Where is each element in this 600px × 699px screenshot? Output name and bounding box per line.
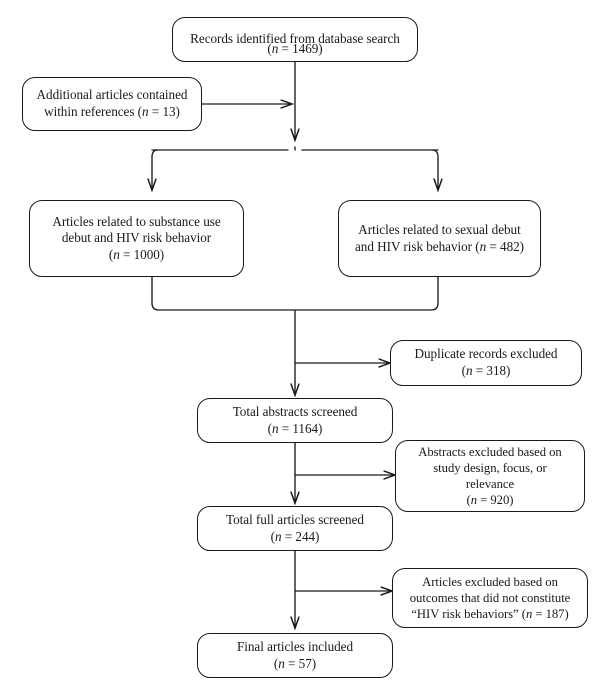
node-abstracts-excluded: Abstracts excluded based on study design… <box>395 440 585 512</box>
edge-merge-right-branch <box>295 277 439 311</box>
node-abstracts-excluded-line2: study design, focus, or <box>433 461 547 475</box>
node-duplicates-excluded: Duplicate records excluded (n = 318) <box>390 340 582 386</box>
node-substance-use: Articles related to substance use debut … <box>29 200 244 277</box>
node-records-identified: Records identified from database search <box>172 17 418 62</box>
node-records-identified-count-wrap: (n = 1469) <box>172 17 418 62</box>
node-sexual-debut-line2: and HIV risk behavior (n = 482) <box>355 238 524 254</box>
node-duplicates-excluded-line1: Duplicate records excluded <box>414 346 558 362</box>
node-sexual-debut: Articles related to sexual debut and HIV… <box>338 200 541 277</box>
node-articles-excluded-line1: Articles excluded based on <box>422 575 558 589</box>
node-substance-use-line1: Articles related to substance use <box>52 213 221 229</box>
edge-merge-left-branch <box>151 277 295 311</box>
node-full-articles-screened-line1: Total full articles screened <box>226 511 364 527</box>
node-abstracts-excluded-count: (n = 920) <box>466 493 514 507</box>
node-final-included-count: (n = 57) <box>273 655 317 671</box>
node-abstracts-excluded-line1: Abstracts excluded based on <box>418 445 562 459</box>
node-final-included-line1: Final articles included <box>236 638 354 654</box>
node-final-included: Final articles included (n = 57) <box>197 633 393 678</box>
node-articles-excluded: Articles excluded based on outcomes that… <box>392 568 588 628</box>
node-substance-use-count: (n = 1000) <box>108 246 165 262</box>
edge-split-left-branch <box>152 149 159 190</box>
node-records-identified-text: Records identified from database search <box>190 31 400 47</box>
node-sexual-debut-line1: Articles related to sexual debut <box>358 221 521 237</box>
node-records-identified-count: (n = 1469) <box>267 41 323 57</box>
node-abstracts-excluded-line3: relevance <box>465 477 515 491</box>
node-abstracts-screened: Total abstracts screened (n = 1164) <box>197 398 393 443</box>
node-substance-use-line2: debut and HIV risk behavior <box>61 230 212 246</box>
node-abstracts-screened-line1: Total abstracts screened <box>232 403 358 419</box>
node-additional-articles: Additional articles contained within ref… <box>22 77 202 131</box>
node-articles-excluded-line3: “HIV risk behaviors” (n = 187) <box>411 607 569 621</box>
edge-split-bracket <box>151 146 439 151</box>
node-full-articles-screened: Total full articles screened (n = 244) <box>197 506 393 551</box>
node-full-articles-screened-count: (n = 244) <box>270 528 320 544</box>
node-articles-excluded-line2: outcomes that did not constitute <box>409 591 571 605</box>
node-additional-articles-line2: within references (n = 13) <box>44 104 180 119</box>
node-abstracts-screened-count: (n = 1164) <box>267 420 323 436</box>
node-duplicates-excluded-count: (n = 318) <box>461 363 511 378</box>
node-additional-articles-line1: Additional articles contained <box>36 87 188 103</box>
edge-split-right-branch <box>431 149 438 190</box>
